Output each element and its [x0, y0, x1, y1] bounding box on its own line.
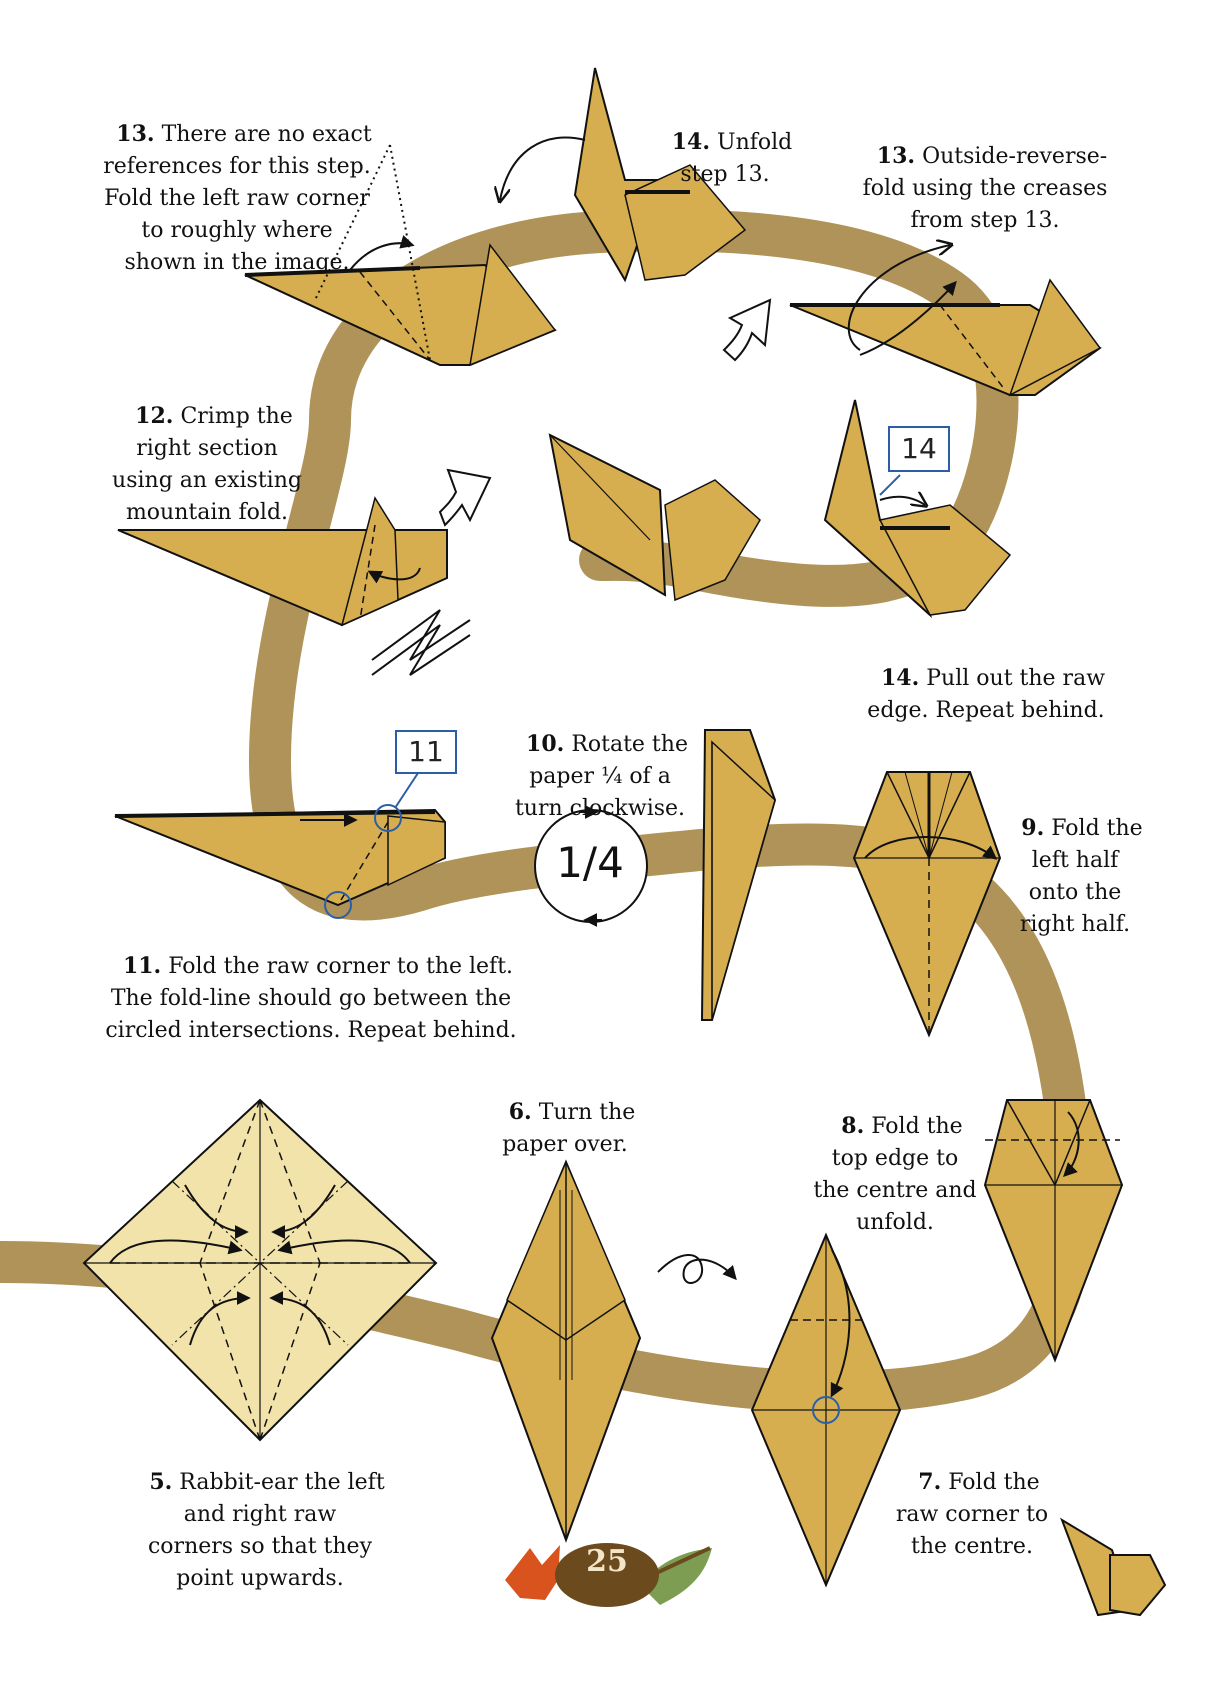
page-number-ornament — [505, 1543, 712, 1607]
step8-caption: 8. Fold the top edge to the centre and u… — [805, 1078, 985, 1239]
push-arrow-icon — [438, 468, 492, 527]
step13a-caption: 13. There are no exact references for th… — [93, 86, 381, 279]
page-number: 25 — [586, 1544, 628, 1579]
step13a-number: 13. — [116, 121, 155, 147]
turn-over-icon — [657, 1254, 737, 1284]
step14a-number: 14. — [671, 129, 711, 155]
crimp-icon — [371, 609, 471, 676]
step6-number: 6. — [508, 1099, 532, 1125]
middle-model — [548, 433, 761, 602]
step13a-text: There are no exact references for this s… — [103, 122, 372, 275]
step9-diagram — [852, 771, 1002, 1038]
step7-caption: 7. Fold the raw corner to the centre. — [882, 1434, 1062, 1563]
step11-text: Fold the raw corner to the left. The fol… — [105, 954, 517, 1043]
rotate-label: 1/4 — [556, 838, 624, 887]
step11-diagram — [114, 769, 446, 919]
step6-text: Turn the paper over. — [502, 1100, 636, 1157]
step13b-caption: 13. Outside-reverse- fold using the crea… — [845, 108, 1125, 237]
step13a-diagram — [244, 144, 557, 367]
step12-text: Crimp the right section using an existin… — [112, 404, 302, 525]
fold-arrow-icon — [722, 298, 772, 362]
step9-number: 9. — [1021, 815, 1045, 841]
step5-diagram — [82, 1098, 438, 1442]
step10-number: 10. — [526, 731, 565, 757]
step14a-diagram — [500, 67, 747, 283]
reference-box-14: 14 — [888, 426, 950, 472]
step12-caption: 12. Crimp the right section using an exi… — [100, 368, 314, 529]
step9-text: Fold the left half onto the right half. — [1019, 816, 1143, 937]
step14b-number: 14. — [880, 665, 920, 691]
step8-text: Fold the top edge to the centre and unfo… — [813, 1114, 977, 1235]
step5-number: 5. — [149, 1469, 173, 1495]
step11-number: 11. — [122, 953, 162, 979]
step11-caption: 11. Fold the raw corner to the left. The… — [90, 918, 532, 1047]
step10-caption: 10. Rotate the paper ¼ of a turn clockwi… — [500, 696, 700, 825]
step13b-diagram — [789, 245, 1102, 397]
step5-text: Rabbit-ear the left and right raw corner… — [147, 1470, 385, 1591]
step7-diagram — [750, 1232, 902, 1588]
step14b-caption: 14. Pull out the raw edge. Repeat behind… — [858, 630, 1114, 727]
step7-number: 7. — [918, 1469, 942, 1495]
step6-caption: 6. Turn the paper over. — [484, 1064, 646, 1161]
rotate-icon — [534, 805, 648, 927]
step5-caption: 5. Rabbit-ear the left and right raw cor… — [130, 1434, 390, 1595]
step12-diagram — [117, 496, 448, 627]
step13b-number: 13. — [876, 143, 916, 169]
step14b-text: Pull out the raw edge. Repeat behind. — [867, 666, 1106, 723]
finished-model — [1060, 1517, 1167, 1617]
step12-number: 12. — [135, 403, 174, 429]
reference-box-11: 11 — [395, 730, 457, 774]
step10-text: Rotate the paper ¼ of a turn clockwise. — [514, 732, 688, 821]
step14a-caption: 14. Unfold step 13. — [640, 94, 810, 191]
step14a-text: Unfold step 13. — [680, 130, 793, 187]
step10-diagram — [700, 729, 777, 1021]
step8-number: 8. — [841, 1113, 865, 1139]
step14b-diagram — [823, 399, 1012, 619]
step8-diagram — [983, 1099, 1124, 1363]
step9-caption: 9. Fold the left half onto the right hal… — [1005, 780, 1145, 941]
step6-diagram — [490, 1159, 642, 1543]
step13b-text: Outside-reverse- fold using the creases … — [862, 144, 1108, 233]
step7-text: Fold the raw corner to the centre. — [895, 1470, 1049, 1559]
